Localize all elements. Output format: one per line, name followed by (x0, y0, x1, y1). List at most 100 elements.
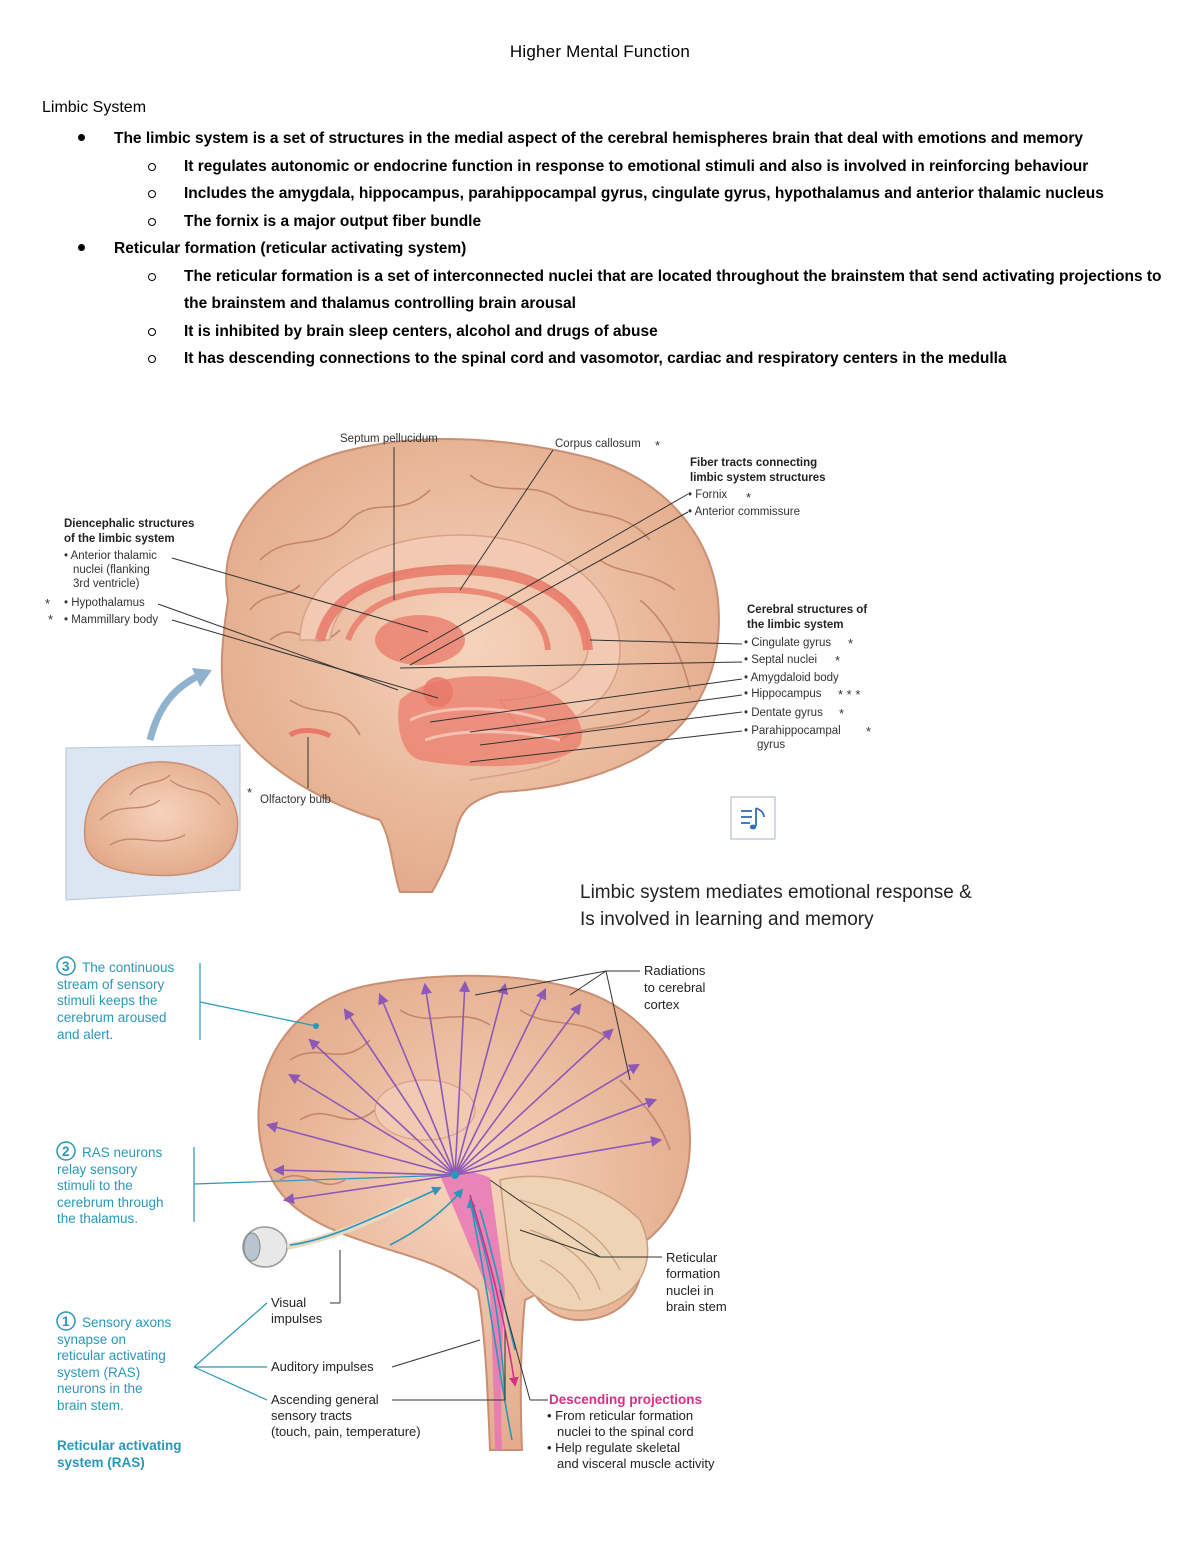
asterisk-mark: * (45, 596, 50, 611)
label-anterior-thalamic-2: nuclei (flanking (73, 564, 150, 576)
fiber-heading-1: Fiber tracts connecting (690, 457, 817, 469)
radiations-line: to cerebral (644, 980, 706, 995)
fiber-heading-2: limbic system structures (690, 472, 826, 484)
reticular-line: formation (666, 1266, 720, 1281)
visual-line: impulses (271, 1311, 323, 1326)
step-1-marker: 1 (56, 1311, 76, 1331)
document-title: Higher Mental Function (509, 42, 691, 61)
auditory-label: Auditory impulses (271, 1359, 374, 1374)
bullet-text: The limbic system is a set of structures… (114, 130, 1084, 147)
label-dentate: • Dentate gyrus (744, 707, 823, 719)
step-3-line: stimuli keeps the (57, 993, 158, 1008)
inset-brain-image (65, 668, 241, 901)
ascending-line: (touch, pain, temperature) (271, 1424, 421, 1439)
label-amygdaloid: • Amygdaloid body (744, 672, 839, 684)
label-hypothalamus: • Hypothalamus (64, 597, 145, 609)
descending-line: nuclei to the spinal cord (557, 1424, 694, 1439)
descending-line: and visceral muscle activity (557, 1456, 715, 1471)
step-1-line: synapse on (57, 1332, 126, 1347)
reticular-line: Reticular (666, 1250, 718, 1265)
asterisk-mark: * (848, 636, 853, 651)
caption-line-1: Limbic system mediates emotional respons… (580, 882, 972, 903)
radiations-line: Radiations (644, 963, 706, 978)
ras-title-2: system (RAS) (57, 1455, 145, 1470)
sensory-paths (289, 1186, 516, 1441)
bullet-limbic: The limbic system is a set of structures… (42, 125, 1167, 235)
reticular-line: brain stem (666, 1299, 727, 1314)
bullet-reticular: Reticular formation (reticular activatin… (42, 235, 1167, 373)
step-3-number: 3 (62, 959, 70, 974)
dien-heading-2: of the limbic system (64, 533, 175, 545)
sub-bullet: Includes the amygdala, hippocampus, para… (42, 180, 1167, 208)
limbic-figure: Septum pellucidum Corpus callosum * Fibe… (45, 433, 972, 930)
step-3-line: and alert. (57, 1027, 113, 1042)
cereb-heading-1: Cerebral structures of (747, 604, 867, 616)
step-1-number: 1 (62, 1314, 70, 1329)
step-2-line: the thalamus. (57, 1211, 138, 1226)
step-3-marker: 3 (56, 956, 76, 976)
step-1-line: reticular activating (57, 1348, 166, 1363)
sub-bullet: It has descending connections to the spi… (42, 345, 1167, 373)
step-1-line: brain stem. (57, 1398, 124, 1413)
sub-bullet: It regulates autonomic or endocrine func… (42, 153, 1167, 181)
label-anterior-thalamic-1: • Anterior thalamic (64, 550, 157, 562)
asterisk-mark: * * * (838, 687, 860, 702)
limbic-leader-lines (157, 447, 743, 788)
step-1-line: system (RAS) (57, 1365, 140, 1380)
step-2-line: relay sensory (57, 1162, 138, 1177)
bullet-text: Reticular formation (reticular activatin… (114, 240, 467, 257)
descending-paths (469, 1194, 519, 1387)
ras-leader-lines (330, 970, 662, 1401)
step-1-line: Sensory axons (82, 1315, 172, 1330)
step-3-line: cerebrum aroused (57, 1010, 167, 1025)
label-septal: • Septal nuclei (744, 654, 817, 666)
label-mammillary: • Mammillary body (64, 614, 158, 626)
reticular-line: nuclei in (666, 1283, 714, 1298)
step-2-line: cerebrum through (57, 1195, 164, 1210)
label-cingulate: • Cingulate gyrus (744, 637, 831, 649)
step-2-marker: 2 (56, 1141, 76, 1161)
asterisk-mark: * (835, 653, 840, 668)
asterisk-mark: * (655, 438, 660, 453)
label-hippocampus: • Hippocampus (744, 688, 822, 700)
step-3-line: stream of sensory (57, 977, 165, 992)
limbic-brain-image (220, 437, 720, 893)
label-parahippocampal-1: • Parahippocampal (744, 725, 841, 737)
dien-heading-1: Diencephalic structures (64, 518, 194, 530)
radiation-arrows (265, 980, 663, 1205)
descending-title: Descending projections (549, 1392, 702, 1407)
label-olfactory: Olfactory bulb (260, 794, 331, 806)
asterisk-mark: * (247, 785, 252, 800)
step-1-line: neurons in the (57, 1381, 143, 1396)
asterisk-mark: * (48, 612, 53, 627)
asterisk-mark: * (746, 490, 751, 505)
label-corpus: Corpus callosum (555, 438, 641, 450)
radiations-line: cortex (644, 997, 680, 1012)
sub-bullet: The reticular formation is a set of inte… (42, 263, 1167, 318)
descending-line: • Help regulate skeletal (547, 1440, 680, 1455)
label-anterior-thalamic-3: 3rd ventricle) (73, 578, 140, 590)
ascending-line: sensory tracts (271, 1408, 352, 1423)
step-2-line: RAS neurons (82, 1145, 163, 1160)
caption-line-2: Is involved in learning and memory (580, 909, 874, 930)
step-3-line: The continuous (82, 960, 175, 975)
asterisk-mark: * (866, 724, 871, 739)
ascending-line: Ascending general (271, 1392, 379, 1407)
step-2-line: stimuli to the (57, 1178, 133, 1193)
ras-title-1: Reticular activating (57, 1438, 182, 1453)
label-fornix: • Fornix (688, 489, 727, 501)
music-note-icon[interactable] (730, 796, 776, 840)
sub-bullet: The fornix is a major output fiber bundl… (42, 208, 1167, 236)
ras-figure: 3 2 1 The continuous stream of sensory s… (56, 956, 727, 1471)
visual-line: Visual (271, 1295, 306, 1310)
ras-callout-lines (193, 963, 456, 1401)
label-parahippocampal-2: gyrus (757, 739, 785, 751)
asterisk-mark: * (839, 706, 844, 721)
label-septum: Septum pellucidum (340, 433, 438, 445)
step-2-number: 2 (62, 1144, 70, 1159)
sub-bullet: It is inhibited by brain sleep centers, … (42, 318, 1167, 346)
label-anterior-commissure: • Anterior commissure (688, 506, 800, 518)
section-heading: Limbic System (42, 99, 147, 116)
cereb-heading-2: the limbic system (747, 619, 844, 631)
